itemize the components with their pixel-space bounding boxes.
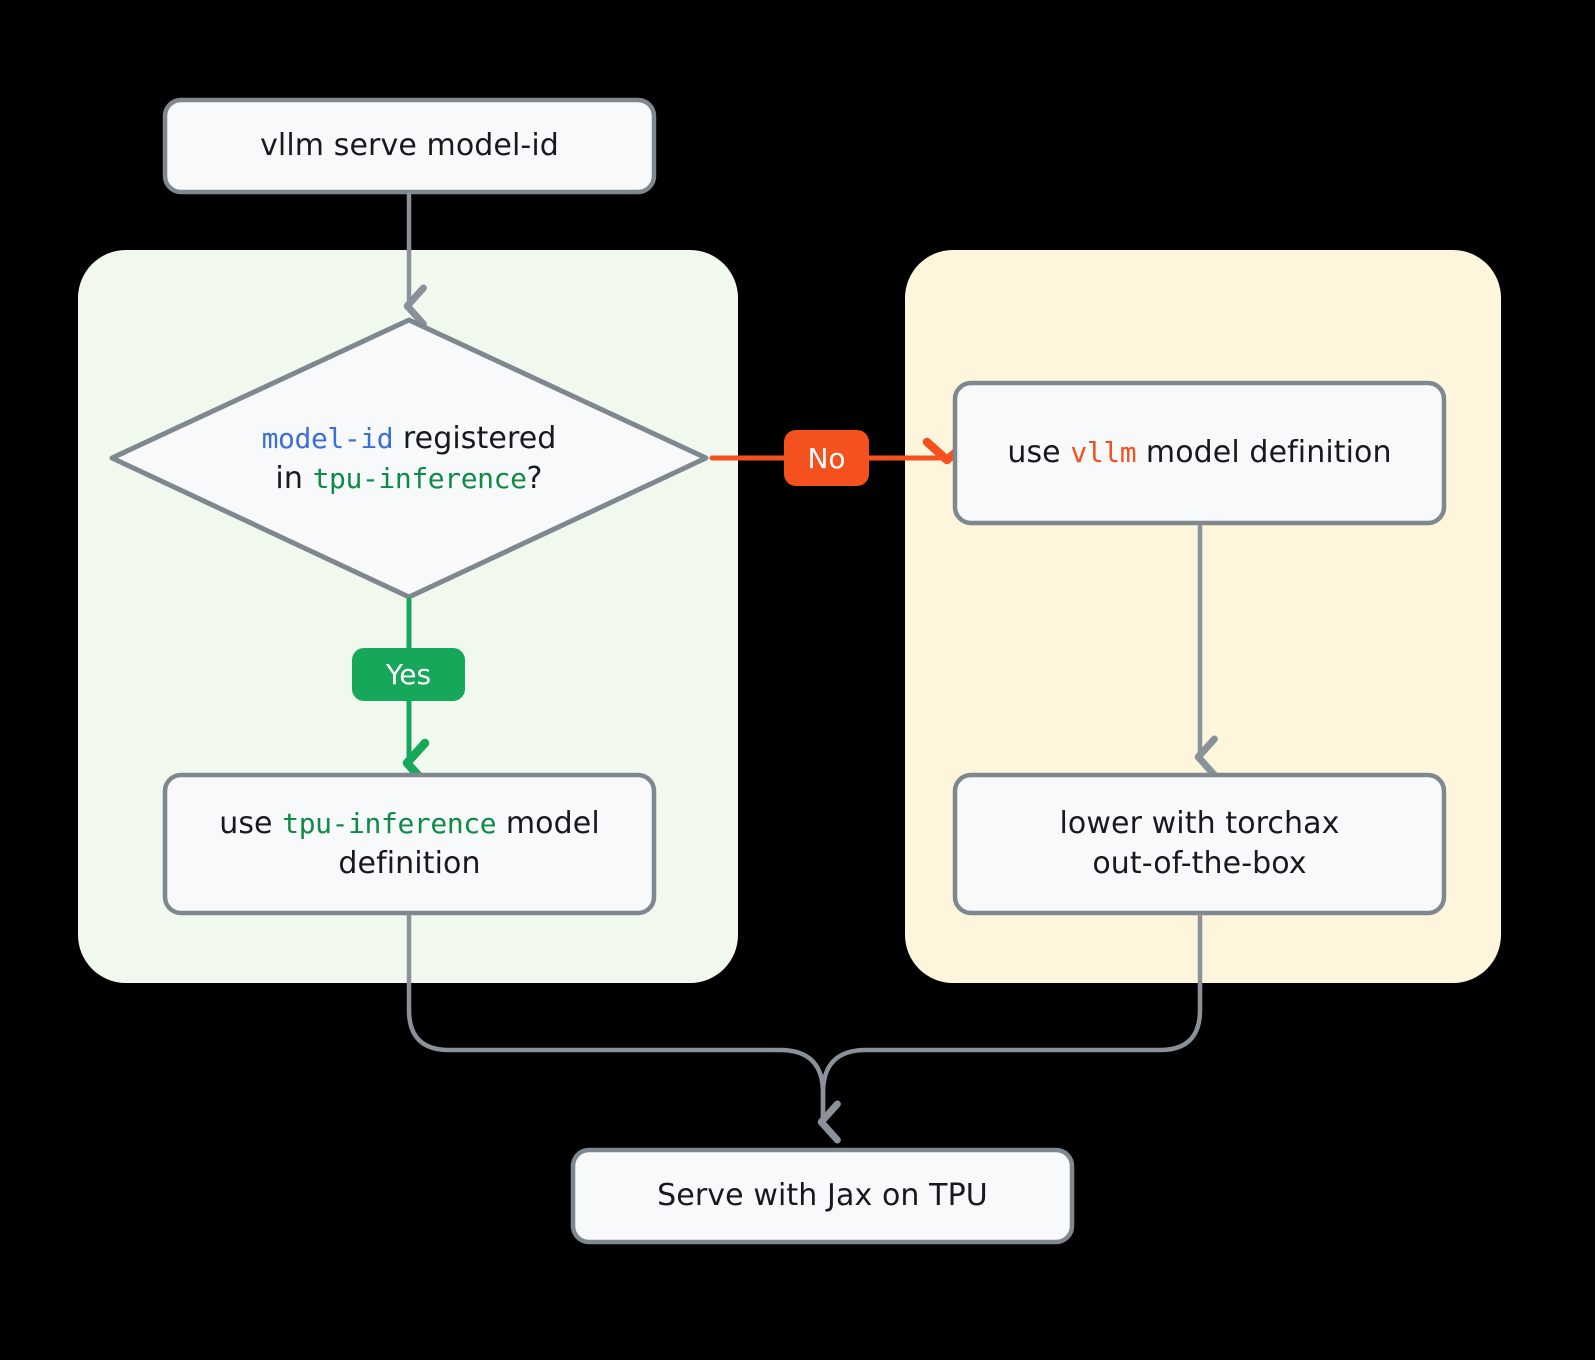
node-tpu-inference-model-shape[interactable]	[162, 772, 657, 916]
edge-tpu-inference-to-end	[406, 913, 841, 1144]
node-start-shape[interactable]	[162, 97, 657, 195]
edge-torchax-to-end	[820, 913, 1203, 1123]
node-decision-shape[interactable]	[109, 317, 709, 600]
node-torchax-shape[interactable]	[952, 772, 1447, 916]
node-end-shape[interactable]	[570, 1147, 1075, 1245]
badge-yes-shape	[352, 648, 465, 701]
badge-no-shape	[784, 430, 869, 486]
node-vllm-model-shape[interactable]	[952, 380, 1447, 526]
